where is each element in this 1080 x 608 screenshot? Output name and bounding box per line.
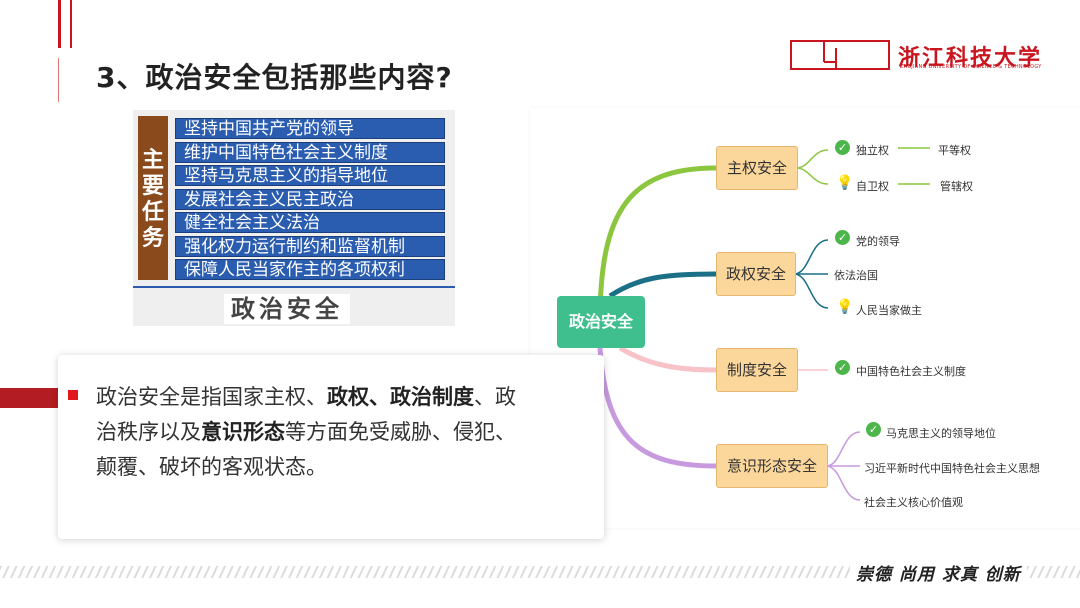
lightbulb-icon: 💡 xyxy=(836,175,854,191)
decor-red-line xyxy=(70,0,72,48)
task-item: 保障人民当家作主的各项权利 xyxy=(175,259,445,280)
mindmap-center-node: 政治安全 xyxy=(557,296,645,348)
mindmap-leaf: 依法治国 xyxy=(834,269,878,282)
decor-red-bar xyxy=(0,388,70,408)
mindmap-leaf: 中国特色社会主义制度 xyxy=(856,365,966,378)
lightbulb-icon: 💡 xyxy=(836,299,854,315)
task-item: 强化权力运行制约和监督机制 xyxy=(175,236,445,257)
decor-red-line xyxy=(58,58,59,102)
mindmap-node-system: 制度安全 xyxy=(716,348,798,392)
check-icon: ✓ xyxy=(835,230,850,245)
university-logo-icon xyxy=(790,40,890,70)
mindmap-leaf: 党的领导 xyxy=(856,235,900,248)
slide-title: 3、政治安全包括那些内容? xyxy=(96,61,453,94)
mindmap-leaf: 平等权 xyxy=(938,144,971,157)
definition-text: 政治安全是指国家主权、政权、政治制度、政治秩序以及意识形态等方面免受威胁、侵犯、… xyxy=(96,385,516,479)
mindmap-leaf: 独立权 xyxy=(856,144,889,157)
task-item: 坚持马克思主义的指导地位 xyxy=(175,165,445,186)
footer-stripe xyxy=(0,566,1080,578)
mindmap-leaf: 习近平新时代中国特色社会主义思想 xyxy=(864,462,1040,475)
check-icon: ✓ xyxy=(835,140,850,155)
tasks-side-label: 主要任务 xyxy=(141,148,164,251)
task-item: 坚持中国共产党的领导 xyxy=(175,118,445,139)
mindmap-leaf: 社会主义核心价值观 xyxy=(864,496,963,509)
task-item: 发展社会主义民主政治 xyxy=(175,189,445,210)
decor-red-line xyxy=(58,0,61,48)
tasks-side-bar xyxy=(138,116,168,280)
tasks-bottom-label: 政治安全 xyxy=(224,294,350,324)
check-icon: ✓ xyxy=(835,360,850,375)
mindmap-leaf: 马克思主义的领导地位 xyxy=(886,427,996,440)
mindmap-node-regime: 政权安全 xyxy=(716,252,796,296)
bullet-square-icon xyxy=(68,390,78,400)
task-item: 健全社会主义法治 xyxy=(175,212,445,233)
footer-motto: 崇德 尚用 求真 创新 xyxy=(850,560,1027,585)
mindmap-leaf: 人民当家做主 xyxy=(856,304,922,317)
check-icon: ✓ xyxy=(866,422,881,437)
definition-card xyxy=(58,355,604,539)
university-subtitle: ZHEJIANG UNIVERSITY OF SCIENCE & TECHNOL… xyxy=(900,64,1042,70)
mindmap-leaf: 自卫权 xyxy=(856,180,889,193)
mindmap-node-ideology: 意识形态安全 xyxy=(716,444,828,488)
tasks-bracket xyxy=(133,286,455,298)
mindmap-node-sovereignty: 主权安全 xyxy=(716,146,798,190)
task-item: 维护中国特色社会主义制度 xyxy=(175,142,445,163)
university-name: 浙江科技大学 xyxy=(898,45,1043,71)
mindmap-leaf: 管辖权 xyxy=(940,180,973,193)
